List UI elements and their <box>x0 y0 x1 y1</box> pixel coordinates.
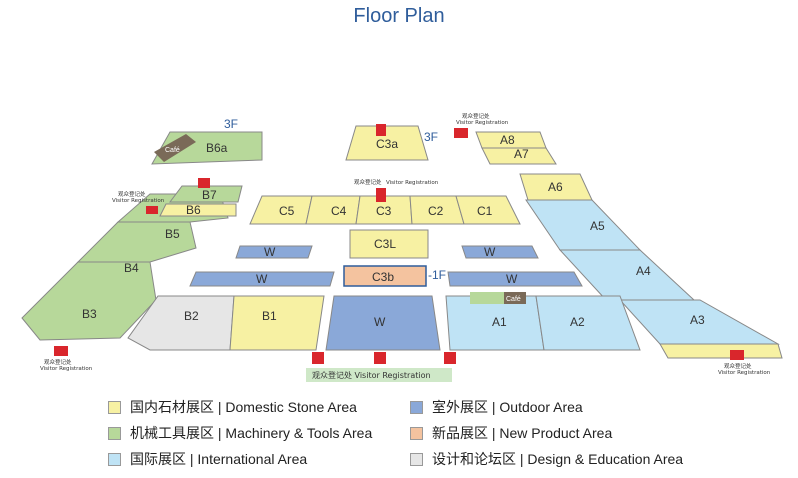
hall-c3l-label: C3L <box>374 237 396 251</box>
hall-b4-label: B4 <box>124 261 139 275</box>
hall-b1[interactable]: B1 <box>229 295 325 351</box>
svg-text:W: W <box>506 272 518 286</box>
svg-text:Visitor Registration: Visitor Registration <box>386 180 439 186</box>
svg-text:Café: Café <box>506 296 521 303</box>
hall-c1[interactable]: C1 <box>455 195 521 225</box>
legend-swatch <box>410 452 423 466</box>
hall-c5-label: C5 <box>279 204 295 218</box>
svg-text:Café: Café <box>165 147 180 154</box>
hall-a7-label: A7 <box>514 147 529 161</box>
hall-w-left-upper[interactable]: W <box>235 245 313 259</box>
svg-text:Visitor Registration: Visitor Registration <box>456 120 509 126</box>
cafe-a1: Café <box>470 292 526 304</box>
hall-a7[interactable]: A7 <box>481 147 557 165</box>
hall-b5-label: B5 <box>165 227 180 241</box>
hall-b2[interactable]: B2 <box>127 295 235 351</box>
hall-c4[interactable]: C4 <box>305 195 361 225</box>
hall-a2[interactable]: A2 <box>535 295 641 351</box>
legend-swatch <box>108 426 121 440</box>
hall-c3-label: C3 <box>376 204 392 218</box>
hall-a3-domestic-strip <box>659 343 783 359</box>
cafe-b6a: Café <box>154 134 196 162</box>
hall-c2-label: C2 <box>428 204 444 218</box>
hall-b4[interactable]: B4 <box>76 221 197 275</box>
svg-text:W: W <box>374 315 386 329</box>
floor-label-3f-right: 3F <box>424 130 438 144</box>
hall-a2-label: A2 <box>570 315 585 329</box>
hall-c2[interactable]: C2 <box>409 195 465 225</box>
hall-a8-label: A8 <box>500 133 515 147</box>
legend-swatch <box>108 400 121 414</box>
hall-w-right[interactable]: W <box>447 271 583 287</box>
hall-a4-label: A4 <box>636 264 651 278</box>
hall-b1-label: B1 <box>262 309 277 323</box>
hall-w-center[interactable]: W <box>325 295 441 351</box>
legend-swatch <box>108 452 121 466</box>
hall-c3b[interactable]: C3b <box>343 265 427 287</box>
hall-b6[interactable]: B6 <box>159 203 237 217</box>
svg-text:W: W <box>484 245 496 259</box>
hall-b7[interactable]: B7 <box>169 185 243 203</box>
legend-item-outdoor: 室外展区 | Outdoor Area <box>410 397 583 417</box>
page-title: Floor Plan <box>353 5 445 27</box>
hall-a3[interactable]: A3 <box>618 299 780 345</box>
hall-b2-label: B2 <box>184 309 199 323</box>
hall-c3a[interactable]: C3a <box>345 125 429 161</box>
svg-text:观众登记处: 观众登记处 <box>724 362 752 370</box>
visitor-registration-main: 观众登记处 Visitor Registration <box>306 368 452 382</box>
legend-item-domestic: 国内石材展区 | Domestic Stone Area <box>108 397 357 417</box>
hall-a6-label: A6 <box>548 180 563 194</box>
hall-a5[interactable]: A5 <box>525 199 642 251</box>
hall-b6-label: B6 <box>186 203 201 217</box>
hall-a3-label: A3 <box>690 313 705 327</box>
hall-b7-label: B7 <box>202 188 217 202</box>
hall-c1-label: C1 <box>477 204 493 218</box>
hall-c3b-label: C3b <box>372 270 394 284</box>
hall-a6[interactable]: A6 <box>519 173 593 201</box>
hall-w-left[interactable]: W <box>189 271 335 287</box>
hall-c3l[interactable]: C3L <box>349 229 429 259</box>
svg-text:Visitor Registration: Visitor Registration <box>718 370 771 376</box>
svg-text:W: W <box>264 245 276 259</box>
floor-label-minus-1f: -1F <box>428 268 446 282</box>
hall-c3a-label: C3a <box>376 137 398 151</box>
legend-swatch <box>410 426 423 440</box>
legend-item-machinery: 机械工具展区 | Machinery & Tools Area <box>108 423 372 443</box>
svg-text:观众登记处: 观众登记处 <box>44 358 72 366</box>
svg-text:观众登记处: 观众登记处 <box>462 112 490 120</box>
hall-b6a-label: B6a <box>206 141 228 155</box>
legend-item-new-product: 新品展区 | New Product Area <box>410 423 612 443</box>
svg-text:W: W <box>256 272 268 286</box>
legend-swatch <box>410 400 423 414</box>
hall-a4[interactable]: A4 <box>558 249 696 301</box>
svg-text:Visitor Registration: Visitor Registration <box>40 366 93 372</box>
hall-a5-label: A5 <box>590 219 605 233</box>
legend-item-international: 国际展区 | International Area <box>108 449 307 469</box>
svg-text:观众登记处: 观众登记处 <box>118 190 146 198</box>
svg-text:观众登记处 Visitor Registration: 观众登记处 Visitor Registration <box>312 370 431 380</box>
hall-c3[interactable]: C3 <box>355 195 413 225</box>
floor-label-3f-left: 3F <box>224 117 238 131</box>
svg-text:Visitor Registration: Visitor Registration <box>112 198 165 204</box>
hall-c5[interactable]: C5 <box>249 195 313 225</box>
hall-a1[interactable]: A1 <box>445 295 545 351</box>
hall-a8[interactable]: A8 <box>475 131 547 149</box>
svg-text:观众登记处: 观众登记处 <box>354 178 382 186</box>
hall-b3-label: B3 <box>82 307 97 321</box>
hall-a1-label: A1 <box>492 315 507 329</box>
hall-c4-label: C4 <box>331 204 347 218</box>
hall-w-right-upper[interactable]: W <box>461 245 539 259</box>
entrance-arrow <box>54 124 744 364</box>
legend-item-design: 设计和论坛区 | Design & Education Area <box>410 449 683 469</box>
